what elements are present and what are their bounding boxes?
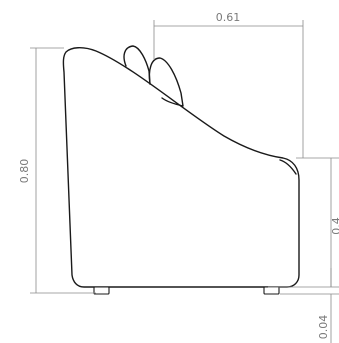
front-leg: [93, 286, 110, 295]
back-cushion-rear: [123, 45, 151, 85]
armrest-line: [279, 159, 297, 175]
seat-height-dimension-label: 0.4: [330, 217, 339, 235]
seat-height-dimension: 0.4: [296, 157, 339, 287]
sofa-side-view: [62, 45, 300, 295]
height-dimension-label: 0.80: [18, 159, 31, 184]
depth-dimension: 0.61: [153, 11, 304, 158]
leg-height-dimension-label: 0.04: [317, 315, 330, 340]
depth-dimension-label: 0.61: [216, 11, 241, 24]
height-dimension: 0.80: [18, 47, 96, 294]
rear-leg: [263, 286, 280, 295]
sofa-body: [62, 47, 300, 288]
back-cushion-front: [148, 57, 184, 107]
leg-height-dimension: 0.04: [268, 268, 339, 343]
